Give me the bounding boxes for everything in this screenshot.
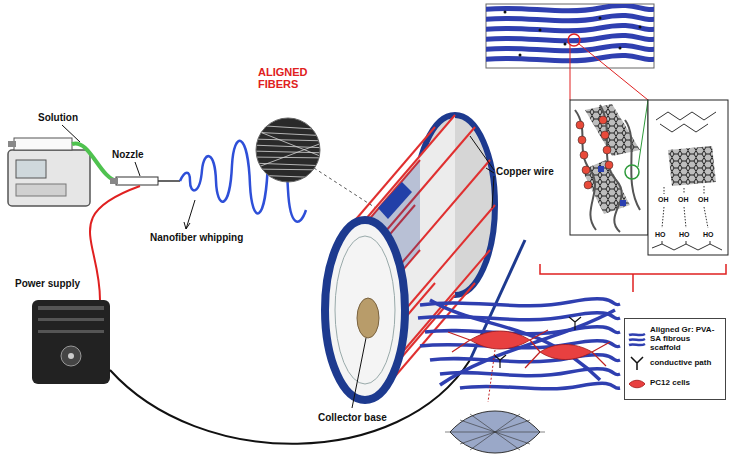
legend-box: Aligned Gr: PVA-SA fibrous scaffold condu… bbox=[624, 318, 726, 400]
legend-entry: conductive path bbox=[628, 355, 722, 372]
legend-text: Aligned Gr: PVA-SA fibrous scaffold bbox=[650, 326, 722, 352]
leader-line bbox=[62, 125, 80, 142]
leader-line bbox=[352, 338, 366, 408]
figure-heading: ALIGNED FIBERS bbox=[258, 66, 330, 90]
syringe-pump bbox=[8, 138, 90, 206]
zoom-line bbox=[638, 100, 648, 167]
leader-line bbox=[470, 136, 494, 208]
legend-entry: Aligned Gr: PVA-SA fibrous scaffold bbox=[628, 326, 722, 352]
chemical-group: OH bbox=[658, 196, 669, 204]
high-voltage-wire bbox=[90, 186, 140, 300]
nozzle bbox=[110, 177, 180, 185]
legend-symbol bbox=[628, 375, 646, 392]
ground-wire bbox=[110, 360, 470, 444]
leader-line bbox=[135, 162, 140, 176]
bracket bbox=[540, 264, 726, 292]
fiber-micrograph bbox=[250, 118, 330, 182]
chemical-group: OH bbox=[678, 196, 689, 204]
chemical-group: HO bbox=[679, 231, 690, 239]
part-label: Collector base bbox=[318, 412, 387, 423]
legend-symbol bbox=[628, 331, 646, 348]
legend-text: conductive path bbox=[650, 359, 711, 368]
cell-scaffold bbox=[418, 299, 620, 453]
legend-entry: PC12 cells bbox=[628, 375, 722, 392]
arrow-head bbox=[184, 222, 190, 229]
molecular-zoom bbox=[570, 100, 648, 235]
legend-text: PC12 cells bbox=[650, 379, 690, 388]
zoom-line bbox=[314, 168, 385, 214]
part-label: Copper wire bbox=[496, 166, 554, 177]
zoom-line bbox=[570, 45, 571, 100]
power-supply bbox=[32, 300, 110, 384]
part-label: Solution bbox=[38, 112, 78, 123]
part-label: Power supply bbox=[15, 278, 80, 289]
part-label: Nozzle bbox=[112, 149, 144, 160]
chemical-group: HO bbox=[703, 231, 714, 239]
legend-symbol bbox=[628, 355, 646, 372]
chemical-zoom bbox=[648, 100, 728, 255]
tube bbox=[72, 143, 118, 181]
leader-line bbox=[186, 200, 195, 229]
zoom-line bbox=[579, 44, 648, 100]
chemical-group: HO bbox=[655, 231, 666, 239]
chemical-group: OH bbox=[698, 196, 709, 204]
part-label: Nanofiber whipping bbox=[150, 232, 243, 243]
